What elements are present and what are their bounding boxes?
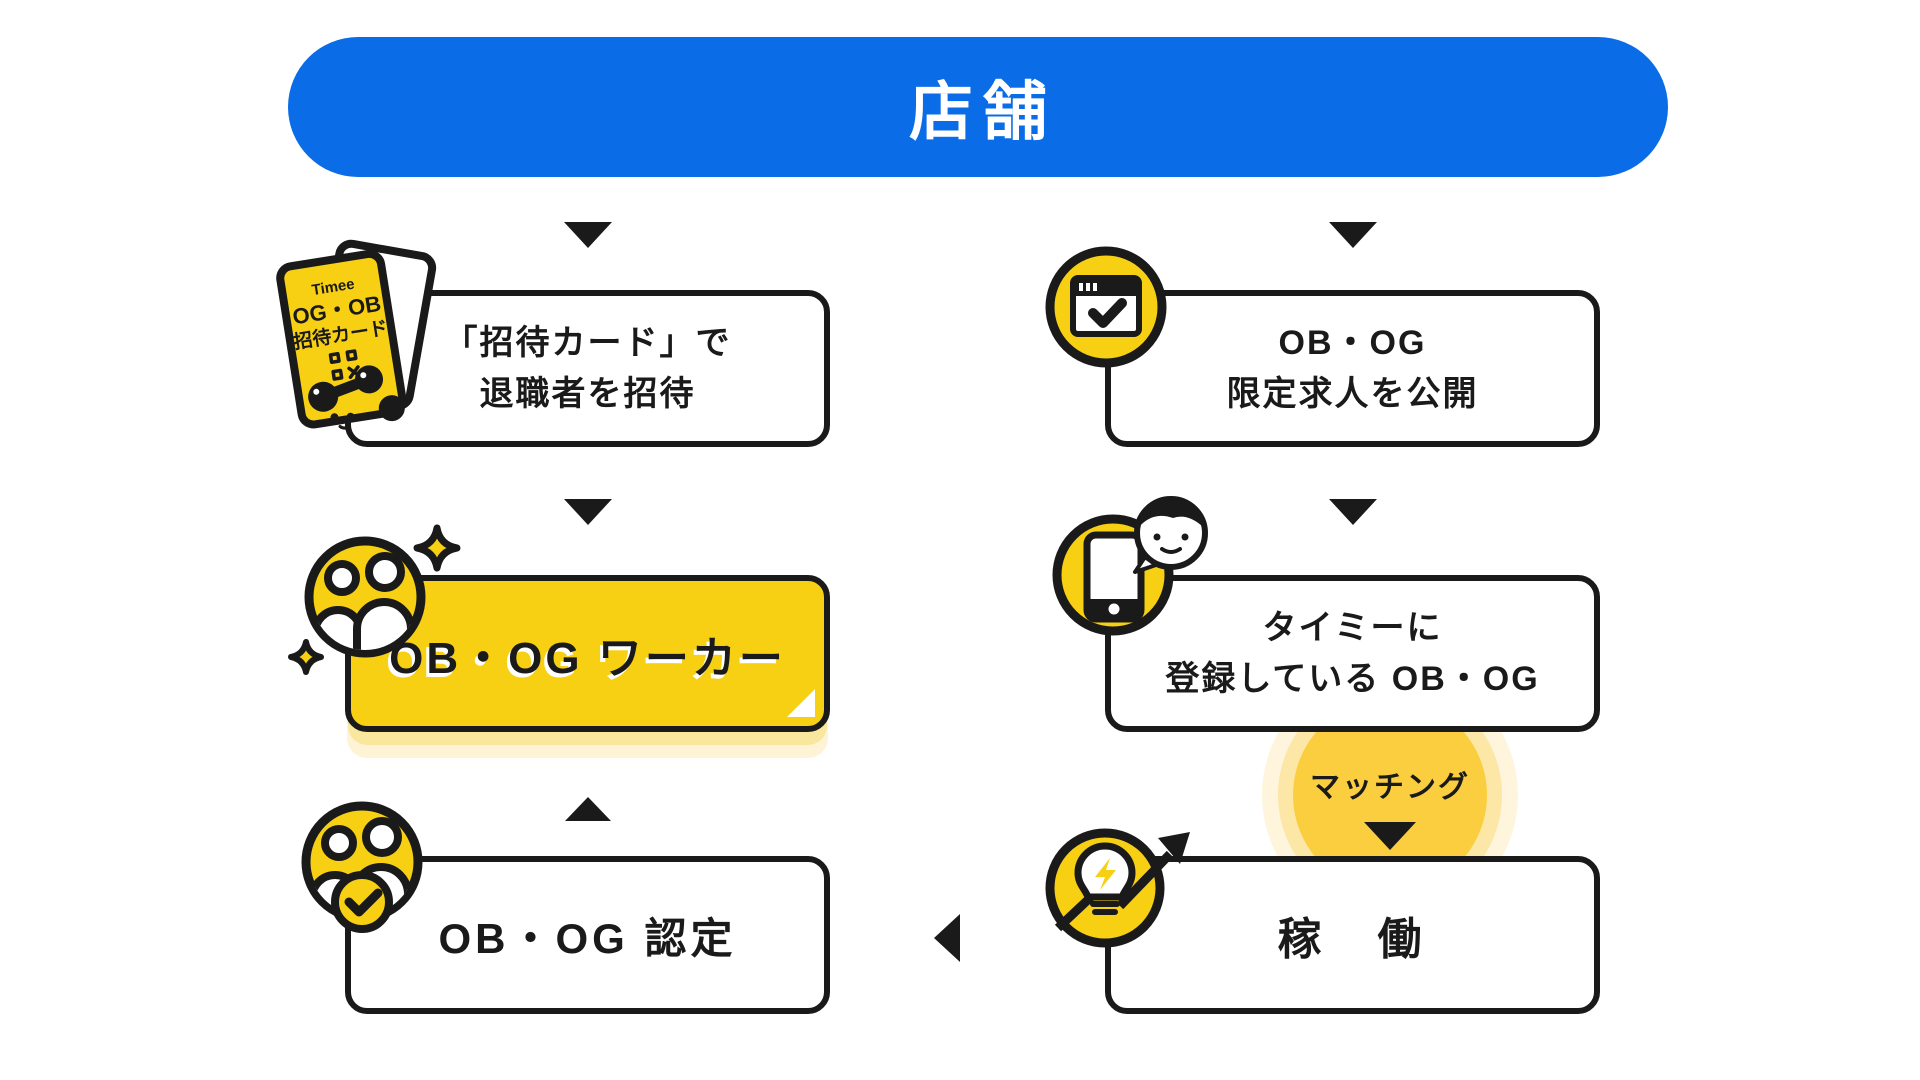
arrow-left-icon	[934, 914, 960, 962]
arrow-down-icon	[1364, 822, 1416, 850]
phone-face-icon	[1041, 493, 1221, 658]
arrow-down-icon	[1329, 499, 1377, 525]
banner-title: 店舗	[909, 76, 1057, 148]
arrow-down-icon	[564, 499, 612, 525]
arrow-down-icon	[1329, 222, 1377, 248]
worker-box: OB・OG ワーカー	[345, 575, 830, 732]
certify-label: OB・OG 認定	[438, 914, 737, 962]
job-post-box: OB・OG 限定求人を公開	[1105, 290, 1600, 447]
registered-line2: 登録している OB・OG	[1165, 659, 1540, 698]
step-invite-line2: 退職者を招待	[479, 374, 696, 413]
card-brand: Timee	[311, 276, 356, 300]
job-post-line1: OB・OG	[1278, 323, 1427, 362]
arrow-up-icon	[565, 797, 611, 821]
registered-line1: タイミーに	[1262, 608, 1443, 647]
header-banner: 店舗	[288, 37, 1668, 177]
people-check-icon	[287, 798, 437, 963]
mascot-icon	[308, 365, 405, 430]
step-invite-line1: 「招待カード」で	[443, 323, 732, 362]
people-sparkle-icon	[285, 515, 465, 680]
arrow-down-icon	[564, 222, 612, 248]
bulb-arrow-icon	[1040, 810, 1210, 965]
browser-check-icon	[1041, 242, 1171, 372]
work-box: 稼 働	[1105, 856, 1600, 1014]
matching-label: マッチング	[1310, 771, 1470, 804]
registered-box: タイミーに 登録している OB・OG	[1105, 575, 1600, 732]
worker-label: OB・OG ワーカー	[389, 633, 786, 683]
step-invite-box: 「招待カード」で 退職者を招待	[345, 290, 830, 447]
corner-fold-icon	[787, 689, 815, 717]
job-post-line2: 限定求人を公開	[1226, 374, 1479, 413]
certify-box: OB・OG 認定	[345, 856, 830, 1014]
invite-card-icon: Timee OG・OB 招待カード	[275, 233, 440, 443]
work-label: 稼 働	[1277, 915, 1428, 964]
